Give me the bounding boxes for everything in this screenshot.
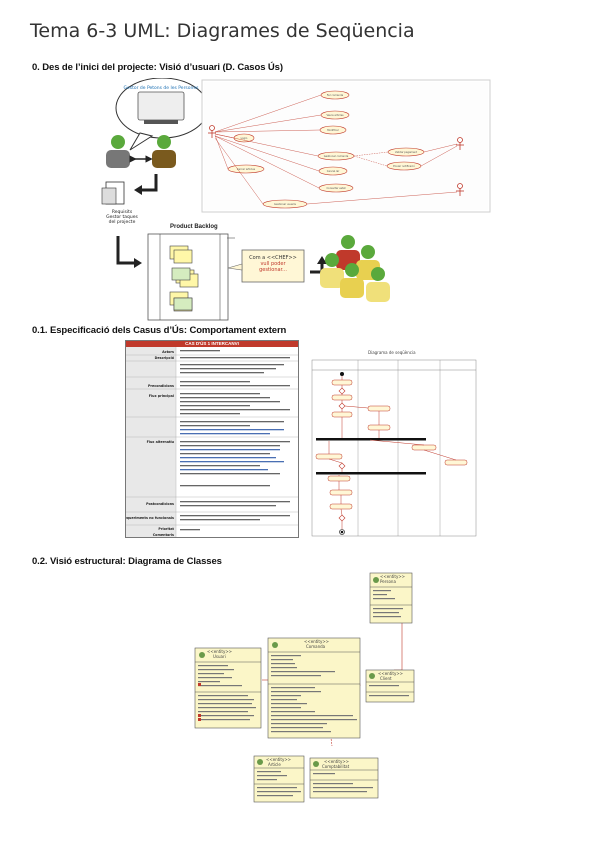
svg-text:Consultar estat: Consultar estat <box>326 186 345 190</box>
page-title: Tema 6-3 UML: Diagrames de Seqüencia <box>30 20 415 42</box>
class-box <box>365 669 415 703</box>
svg-text:Gestor de Petons de les Person: Gestor de Petons de les Persones <box>123 85 199 91</box>
svg-text:Prioritat: Prioritat <box>158 527 174 531</box>
class-box <box>253 755 305 803</box>
sequence-diagram: Diagrama de seqüència Usuari Client Cist… <box>310 350 478 540</box>
flow-arrow-icon <box>310 264 324 274</box>
sequence-diagram-header: Diagrama de seqüència <box>368 350 416 355</box>
svg-text:Modificar: Modificar <box>327 128 339 132</box>
class-name: Persona <box>380 579 396 584</box>
use-case-overview-graphic: Gestor de Petons de les Persones Requisi… <box>101 77 491 321</box>
class-stereotype: <<entity>> <box>378 671 404 676</box>
class-box <box>194 647 262 729</box>
team-icon <box>320 235 390 302</box>
monitor-icon <box>137 91 185 121</box>
backlog-title: Product Backlog <box>170 224 218 230</box>
svg-text:Cancel·lar: Cancel·lar <box>327 169 340 173</box>
class-stereotype: <<entity>> <box>207 649 233 654</box>
class-box <box>309 757 379 799</box>
svg-text:Cercar articles: Cercar articles <box>237 167 256 171</box>
class-name: Client <box>380 676 392 681</box>
section-heading-01: 0.1. Especificació dels Casus d’Ús: Comp… <box>32 325 287 336</box>
class-stereotype: <<entity>> <box>266 757 292 762</box>
sequence-diagram-graphic <box>311 359 477 537</box>
svg-text:Postcondicions: Postcondicions <box>146 502 174 506</box>
class-name: Article <box>268 762 281 767</box>
flow-arrow-icon <box>116 236 134 265</box>
speech-bubble-text: Gestor de Petons de les Persones <box>123 85 199 91</box>
person-icon <box>111 135 125 149</box>
class-box <box>267 637 361 739</box>
svg-text:Flux alternatiu: Flux alternatiu <box>147 440 175 444</box>
svg-text:Requeriments no funcionals: Requeriments no funcionals <box>126 516 174 520</box>
class-name: Comanda <box>306 644 326 649</box>
class-diagram-graphic <box>194 572 415 803</box>
section-heading-02: 0.2. Visió estructural: Diagrama de Clas… <box>32 556 222 567</box>
svg-text:Precondicions: Precondicions <box>148 384 174 388</box>
class-box <box>369 572 413 624</box>
class-name: Usuari <box>213 654 226 659</box>
class-diagram: <<entity>> Persona <<entity>> Usuari <<e… <box>180 570 430 810</box>
section-heading-0: 0. Des de l’inici del projecte: Visió d’… <box>32 62 283 73</box>
figure-use-case-overview: Gestor de Petons de les Persones Requisi… <box>100 77 500 323</box>
svg-text:Descripció: Descripció <box>155 356 175 360</box>
class-stereotype: <<entity>> <box>380 574 406 579</box>
svg-text:Enviar notificació: Enviar notificació <box>393 164 415 168</box>
svg-text:Comentaris: Comentaris <box>153 533 174 537</box>
svg-text:Gestionar usuaris: Gestionar usuaris <box>274 202 297 206</box>
person-icon <box>157 135 171 149</box>
svg-text:Login: Login <box>241 136 248 140</box>
svg-text:Validar pagament: Validar pagament <box>395 150 417 154</box>
spec-table-title: CAS D'ÚS 1 INTERCANVI <box>126 341 298 347</box>
class-stereotype: <<entity>> <box>324 759 350 764</box>
svg-text:Fer comanda: Fer comanda <box>327 93 344 97</box>
user-story-callout <box>241 249 305 283</box>
svg-text:Veure articles: Veure articles <box>326 113 344 117</box>
class-stereotype: <<entity>> <box>304 639 330 644</box>
svg-text:Flux principal: Flux principal <box>149 394 174 398</box>
class-name: Comptabilitat <box>322 764 350 769</box>
svg-text:Gestionar comanda: Gestionar comanda <box>324 154 349 158</box>
flow-arrow-icon <box>142 174 158 192</box>
svg-text:Actors: Actors <box>162 350 174 354</box>
